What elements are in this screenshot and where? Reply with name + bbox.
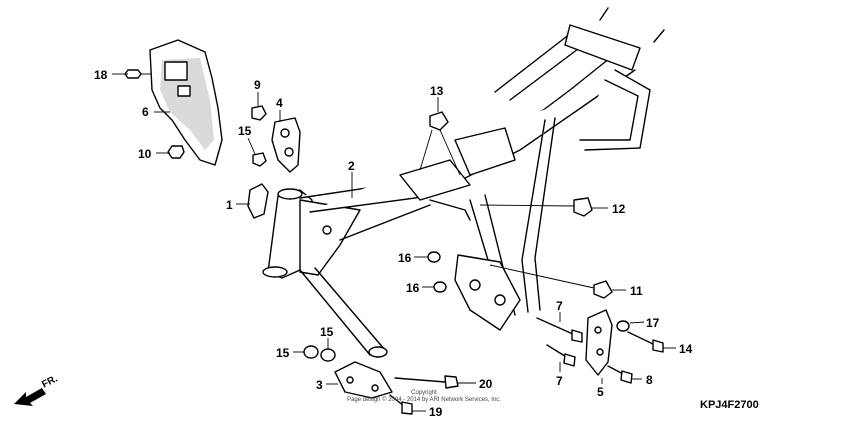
nut-16-lower-part[interactable] — [433, 281, 447, 293]
callout-20: 20 — [479, 377, 493, 391]
bolt-14-part[interactable] — [627, 331, 664, 353]
bracket-5-part[interactable] — [585, 309, 613, 376]
rear-plate-part[interactable] — [149, 39, 223, 166]
callout-6: 6 — [142, 105, 149, 119]
clamp-1-part[interactable] — [247, 183, 269, 219]
callout-16-lower: 16 — [406, 281, 420, 295]
bolt-10-part[interactable] — [167, 145, 185, 159]
front-direction-indicator: FR. — [14, 373, 60, 406]
grommet-12-part[interactable] — [573, 197, 593, 217]
bolt-7-upper-part[interactable] — [536, 317, 583, 343]
bracket-4-part[interactable] — [271, 117, 301, 173]
clip-11-part[interactable] — [593, 280, 613, 299]
callout-5: 5 — [597, 385, 604, 399]
callout-16-upper: 16 — [398, 251, 412, 265]
copyright-line-2: Page design © 2004 - 2014 by ARI Network… — [347, 396, 501, 403]
callout-12: 12 — [612, 202, 626, 216]
callout-19: 19 — [429, 405, 443, 419]
callout-15-lower-left: 15 — [276, 346, 290, 360]
callout-14: 14 — [679, 342, 693, 356]
copyright-line-1: Copyright — [411, 390, 437, 396]
callout-3: 3 — [316, 378, 323, 392]
callout-17: 17 — [646, 316, 660, 330]
nut-15-upper-part[interactable] — [252, 152, 267, 167]
callout-10: 10 — [138, 147, 152, 161]
washer-17-part[interactable] — [616, 320, 630, 332]
nut-9-part[interactable] — [251, 105, 267, 121]
callout-18: 18 — [94, 68, 108, 82]
bolt-19-part[interactable] — [389, 394, 413, 415]
bolt-20-part[interactable] — [394, 375, 459, 389]
front-label: FR. — [40, 373, 60, 390]
diagram-code: KPJ4F2700 — [700, 399, 759, 411]
callout-7-upper: 7 — [556, 299, 563, 313]
nut-16-upper-part[interactable] — [427, 251, 441, 263]
front-arrow-icon — [14, 388, 46, 406]
bolt-18-part[interactable] — [124, 69, 152, 79]
callout-4: 4 — [276, 96, 283, 110]
callout-9: 9 — [254, 78, 261, 92]
nut-15-lower-right-part[interactable] — [320, 348, 336, 362]
main-frame-part[interactable] — [262, 7, 665, 358]
bolt-8-part[interactable] — [607, 365, 633, 384]
clip-13-part[interactable] — [429, 111, 449, 131]
callout-7-lower: 7 — [556, 374, 563, 388]
bracket-3-part[interactable] — [334, 361, 393, 399]
leader-lines — [112, 73, 676, 412]
bolt-7-lower-part[interactable] — [546, 344, 576, 367]
callout-2: 2 — [348, 159, 355, 173]
callout-8: 8 — [646, 373, 653, 387]
callout-11: 11 — [630, 284, 643, 298]
callout-1: 1 — [226, 198, 233, 212]
callout-13: 13 — [430, 84, 444, 98]
callout-15-upper: 15 — [238, 124, 252, 138]
nut-15-lower-left-part[interactable] — [303, 345, 319, 359]
callout-15-lower-right: 15 — [320, 325, 334, 339]
